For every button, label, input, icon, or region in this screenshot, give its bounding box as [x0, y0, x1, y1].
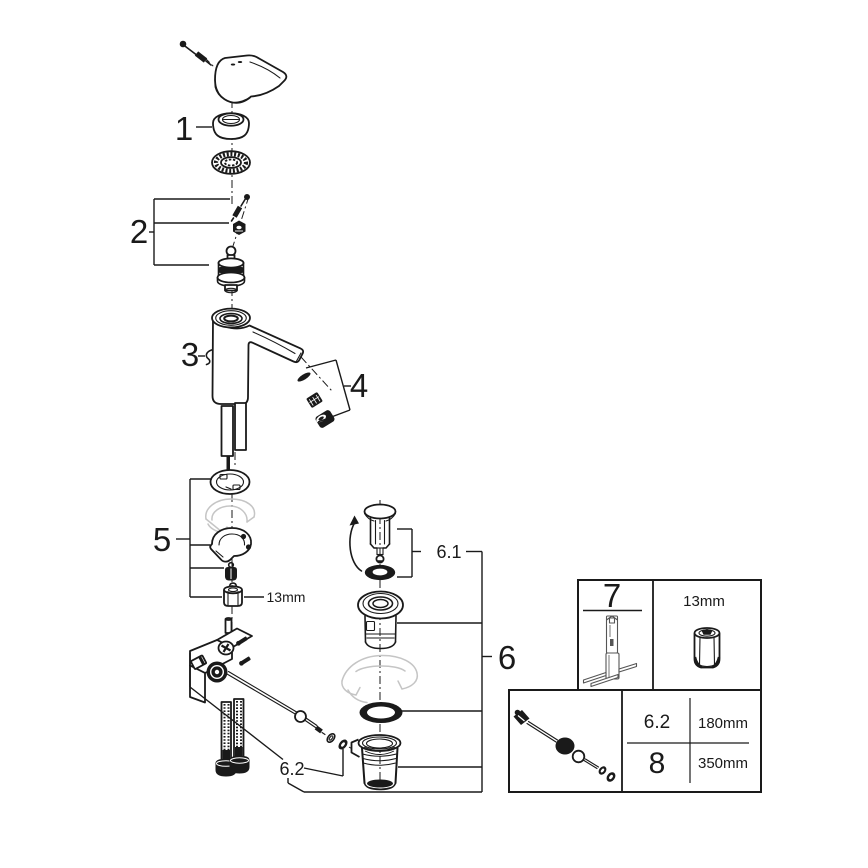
aerator-insert: [306, 392, 323, 408]
bracket-5: 5: [153, 478, 224, 598]
callout-6-label: 6: [498, 639, 516, 676]
plug-seal-ring: [364, 564, 396, 581]
handle-screw: [179, 40, 212, 66]
callout-5-label: 5: [153, 521, 171, 558]
bracket-4: 4: [305, 359, 368, 423]
faucet-body: [205, 307, 305, 405]
callout-1-label: 1: [175, 110, 193, 147]
mounting-studs: [215, 698, 250, 777]
tool-wrench-size: 13mm: [683, 593, 725, 610]
waste-flange: [357, 590, 404, 650]
popup-plug: [363, 503, 397, 564]
grub-screw: [230, 194, 250, 222]
bracket-6: 6: [304, 551, 516, 793]
pull-rod: [226, 670, 348, 750]
mounting-plate-assembly: [189, 617, 253, 704]
callout-6-1-label: 6.1: [436, 542, 461, 562]
cap-ring: [212, 112, 250, 140]
rod-drawing: [513, 709, 616, 782]
nut-size-label: 13mm: [267, 589, 306, 605]
callout-1: 1: [175, 110, 212, 147]
rotation-arrow: [349, 515, 363, 572]
mounting-nut: [225, 561, 237, 581]
cartridge: [216, 245, 246, 294]
aerator-washer: [297, 372, 311, 382]
ghost-basin: [341, 654, 419, 704]
tool-box: 7 13mm: [577, 577, 762, 691]
callout-3: 3: [181, 336, 205, 373]
callout-6-2-label: 6.2: [279, 759, 304, 779]
rod-box: 6.2 180mm 8 350mm: [508, 689, 762, 793]
callout-2-label: 2: [130, 213, 148, 250]
rod-table: 6.2 180mm 8 350mm: [627, 698, 749, 783]
socket-13mm-drawing: [693, 627, 721, 669]
locking-nut: [233, 220, 246, 235]
bearing-washer: [211, 150, 251, 175]
rod-row1-length: 180mm: [698, 715, 748, 732]
waste-o-ring: [359, 702, 403, 723]
waste-body: [350, 734, 402, 791]
callout-4-label: 4: [350, 367, 368, 404]
rod-row2-part: 8: [649, 747, 666, 780]
bracket-6-1: 6.1: [397, 528, 482, 578]
tool-7-drawing: [582, 615, 638, 688]
lever-handle: [214, 54, 288, 104]
callout-3-label: 3: [181, 336, 199, 373]
base-gasket: [209, 469, 251, 495]
nut-size-annotation: 13mm: [244, 589, 305, 605]
rod-row2-length: 350mm: [698, 755, 748, 772]
mounting-horseshoe: [209, 527, 252, 563]
bracket-2: 2: [130, 198, 230, 266]
bracket-6-2: 6.2: [189, 653, 344, 793]
rod-row1-part: 6.2: [644, 712, 670, 733]
hex-nut-13mm: [223, 582, 243, 607]
tool-part-number: 7: [603, 577, 621, 614]
